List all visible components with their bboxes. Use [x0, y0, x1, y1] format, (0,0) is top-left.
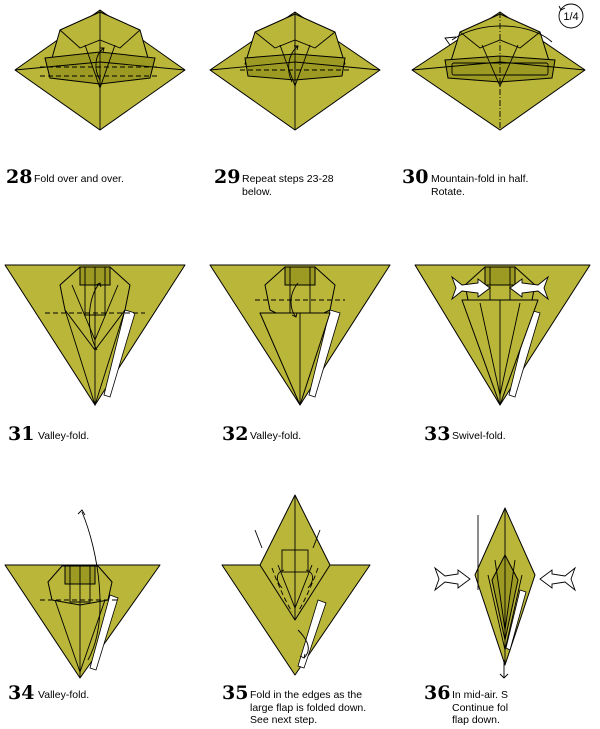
- step-35-caption: Fold in the edges as the large flap is f…: [250, 689, 367, 726]
- step-31-number: 31: [8, 423, 35, 445]
- step-34-caption: Valley-fold.: [38, 689, 90, 701]
- step-29-caption: Repeat steps 23-28 below.: [242, 173, 334, 198]
- step-29-diagram: [209, 11, 381, 131]
- step-33-diagram: [414, 264, 591, 406]
- step-30-number: 30: [402, 166, 429, 188]
- step-33-caption: Swivel-fold.: [452, 430, 506, 442]
- step-35-model: [221, 494, 371, 676]
- push-arrow-right: [539, 566, 576, 592]
- step-30-model: [411, 11, 586, 131]
- step-34-number: 34: [8, 682, 35, 704]
- step-32-model: [209, 264, 391, 406]
- push-arrow-left: [434, 566, 471, 592]
- step-30-caption: Mountain-fold in half. Rotate.: [431, 173, 529, 198]
- step-32-diagram: [209, 264, 391, 406]
- step-32-number: 32: [222, 423, 249, 445]
- step-36-number: 36: [424, 682, 451, 704]
- step-34-model: [4, 509, 161, 679]
- step-28-number: 28: [6, 166, 33, 188]
- step-34-diagram: [4, 509, 161, 679]
- step-36-diagram: [434, 507, 576, 679]
- step-33-number: 33: [424, 423, 451, 445]
- step-31-caption: Valley-fold.: [38, 430, 90, 442]
- step-30-diagram: 1/4: [411, 3, 586, 131]
- step-36-caption: In mid-air. S Continue fol flap down.: [452, 689, 509, 726]
- step-28-caption: Fold over and over.: [34, 173, 124, 185]
- quarter-turn-icon: 1/4: [558, 3, 584, 29]
- step-31-diagram: [4, 264, 186, 407]
- step-36-model: [474, 507, 536, 679]
- quarter-turn-label: 1/4: [563, 11, 578, 23]
- swivel-push-arrow-right: [509, 275, 549, 301]
- step-32-caption: Valley-fold.: [250, 430, 302, 442]
- caption-fade-overlay: [520, 678, 600, 718]
- step-33-model: [414, 264, 591, 406]
- step-28-diagram: [14, 9, 186, 131]
- swivel-push-arrow-left: [451, 275, 491, 301]
- step-29-number: 29: [214, 166, 241, 188]
- step-35-diagram: [221, 494, 371, 676]
- step-29-model: [209, 11, 381, 131]
- step-31-model: [4, 264, 186, 407]
- step-35-number: 35: [222, 682, 249, 704]
- step-28-model: [14, 9, 186, 131]
